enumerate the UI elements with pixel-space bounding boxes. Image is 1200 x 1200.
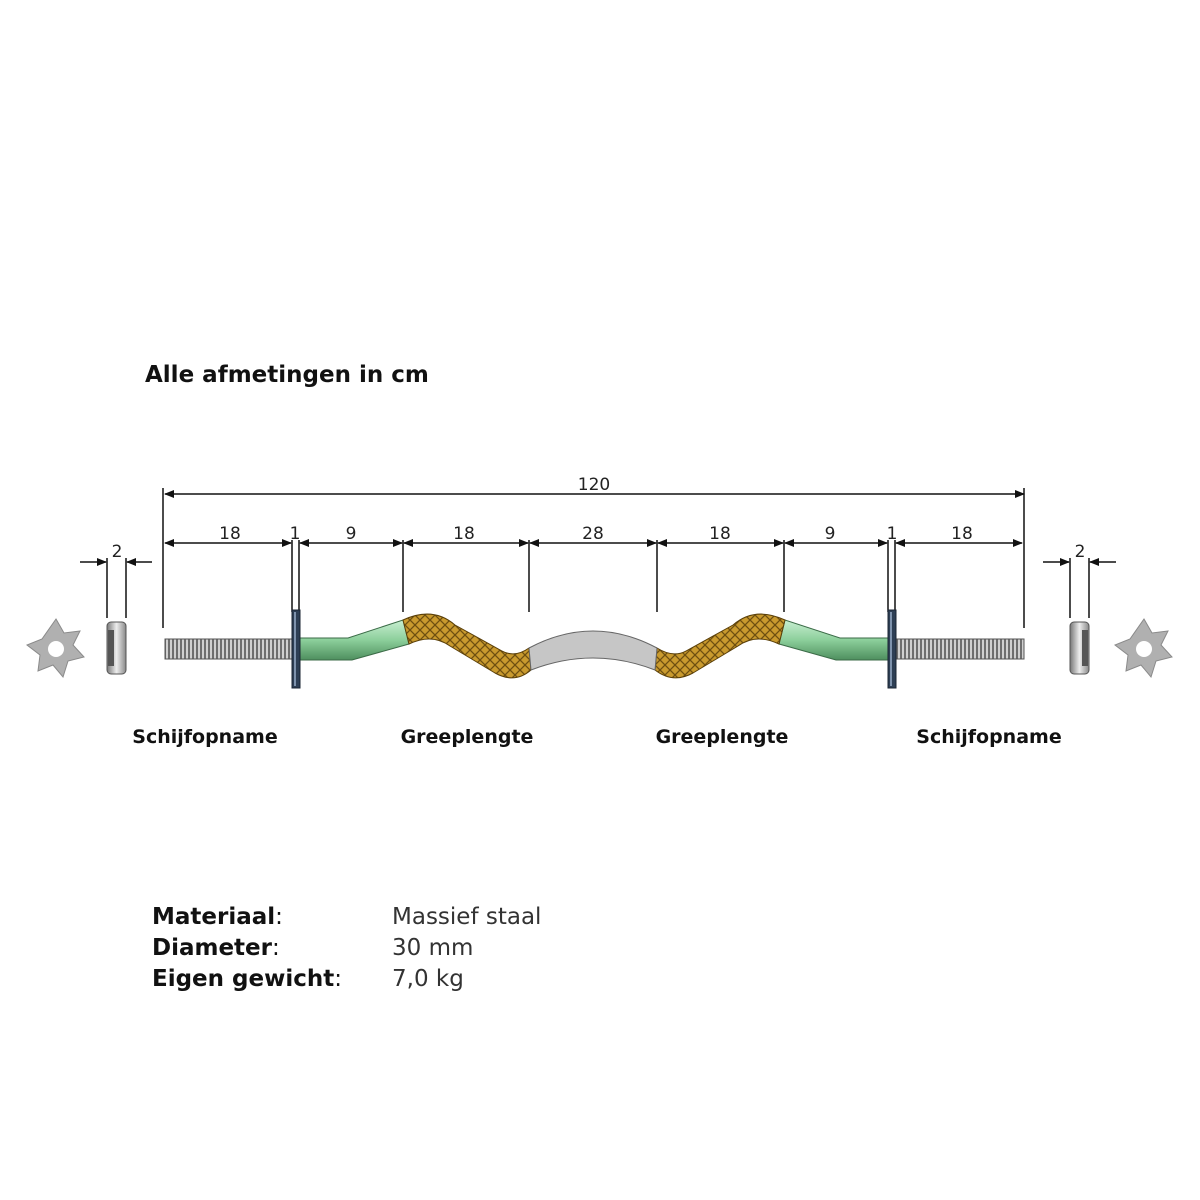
label-sleeve-left: Schijfopname — [132, 726, 278, 748]
spec-row-diameter: Diameter: 30 mm — [152, 933, 541, 964]
spec-value: Massief staal — [392, 904, 542, 930]
spec-list: Materiaal: Massief staal Diameter: 30 mm… — [152, 902, 541, 995]
collar-right — [1069, 621, 1090, 675]
grip-right — [654, 613, 786, 679]
spec-key: Materiaal — [152, 904, 276, 930]
collar-dimension-label: 2 — [1075, 542, 1086, 562]
barbell — [164, 609, 1025, 689]
dimension-total-label: 120 — [578, 475, 610, 495]
segment-label: 18 — [951, 524, 973, 544]
spec-value: 7,0 kg — [392, 966, 464, 992]
grip-left — [402, 613, 532, 679]
spec-value: 30 mm — [392, 935, 474, 961]
segment-label: 18 — [219, 524, 241, 544]
segment-label: 1 — [887, 524, 898, 544]
dimension-total: 120 — [164, 475, 1025, 498]
green-section-right — [778, 619, 889, 661]
spec-key: Eigen gewicht — [152, 966, 335, 992]
segment-label: 18 — [709, 524, 731, 544]
segment-label: 9 — [825, 524, 836, 544]
spec-key: Diameter — [152, 935, 272, 961]
label-sleeve-right: Schijfopname — [916, 726, 1062, 748]
spec-row-weight: Eigen gewicht: 7,0 kg — [152, 964, 541, 995]
label-grip-right: Greeplengte — [655, 726, 789, 748]
sleeve-right — [894, 638, 1025, 660]
star-nut-left — [25, 618, 85, 679]
collar-dimension-left: 2 — [80, 542, 152, 566]
segment-label: 18 — [453, 524, 475, 544]
spec-separator: : — [272, 935, 280, 961]
center-section — [528, 630, 658, 671]
segment-label: 9 — [346, 524, 357, 544]
segment-label: 1 — [290, 524, 301, 544]
collar-dimension-label: 2 — [112, 542, 123, 562]
segment-label: 28 — [582, 524, 604, 544]
sleeve-left — [164, 638, 294, 660]
segment-dimensions: 18 1 9 18 28 18 9 1 18 — [164, 524, 1023, 547]
green-section-left — [299, 619, 410, 661]
spec-separator: : — [334, 966, 342, 992]
label-grip-left: Greeplengte — [400, 726, 534, 748]
page-title: Alle afmetingen in cm — [145, 362, 429, 388]
spec-separator: : — [275, 904, 283, 930]
collar-left — [106, 621, 127, 675]
star-nut-right — [1113, 618, 1173, 679]
collar-dimension-right: 2 — [1043, 542, 1116, 566]
spec-row-material: Materiaal: Massief staal — [152, 902, 541, 933]
extension-lines — [106, 488, 1090, 628]
